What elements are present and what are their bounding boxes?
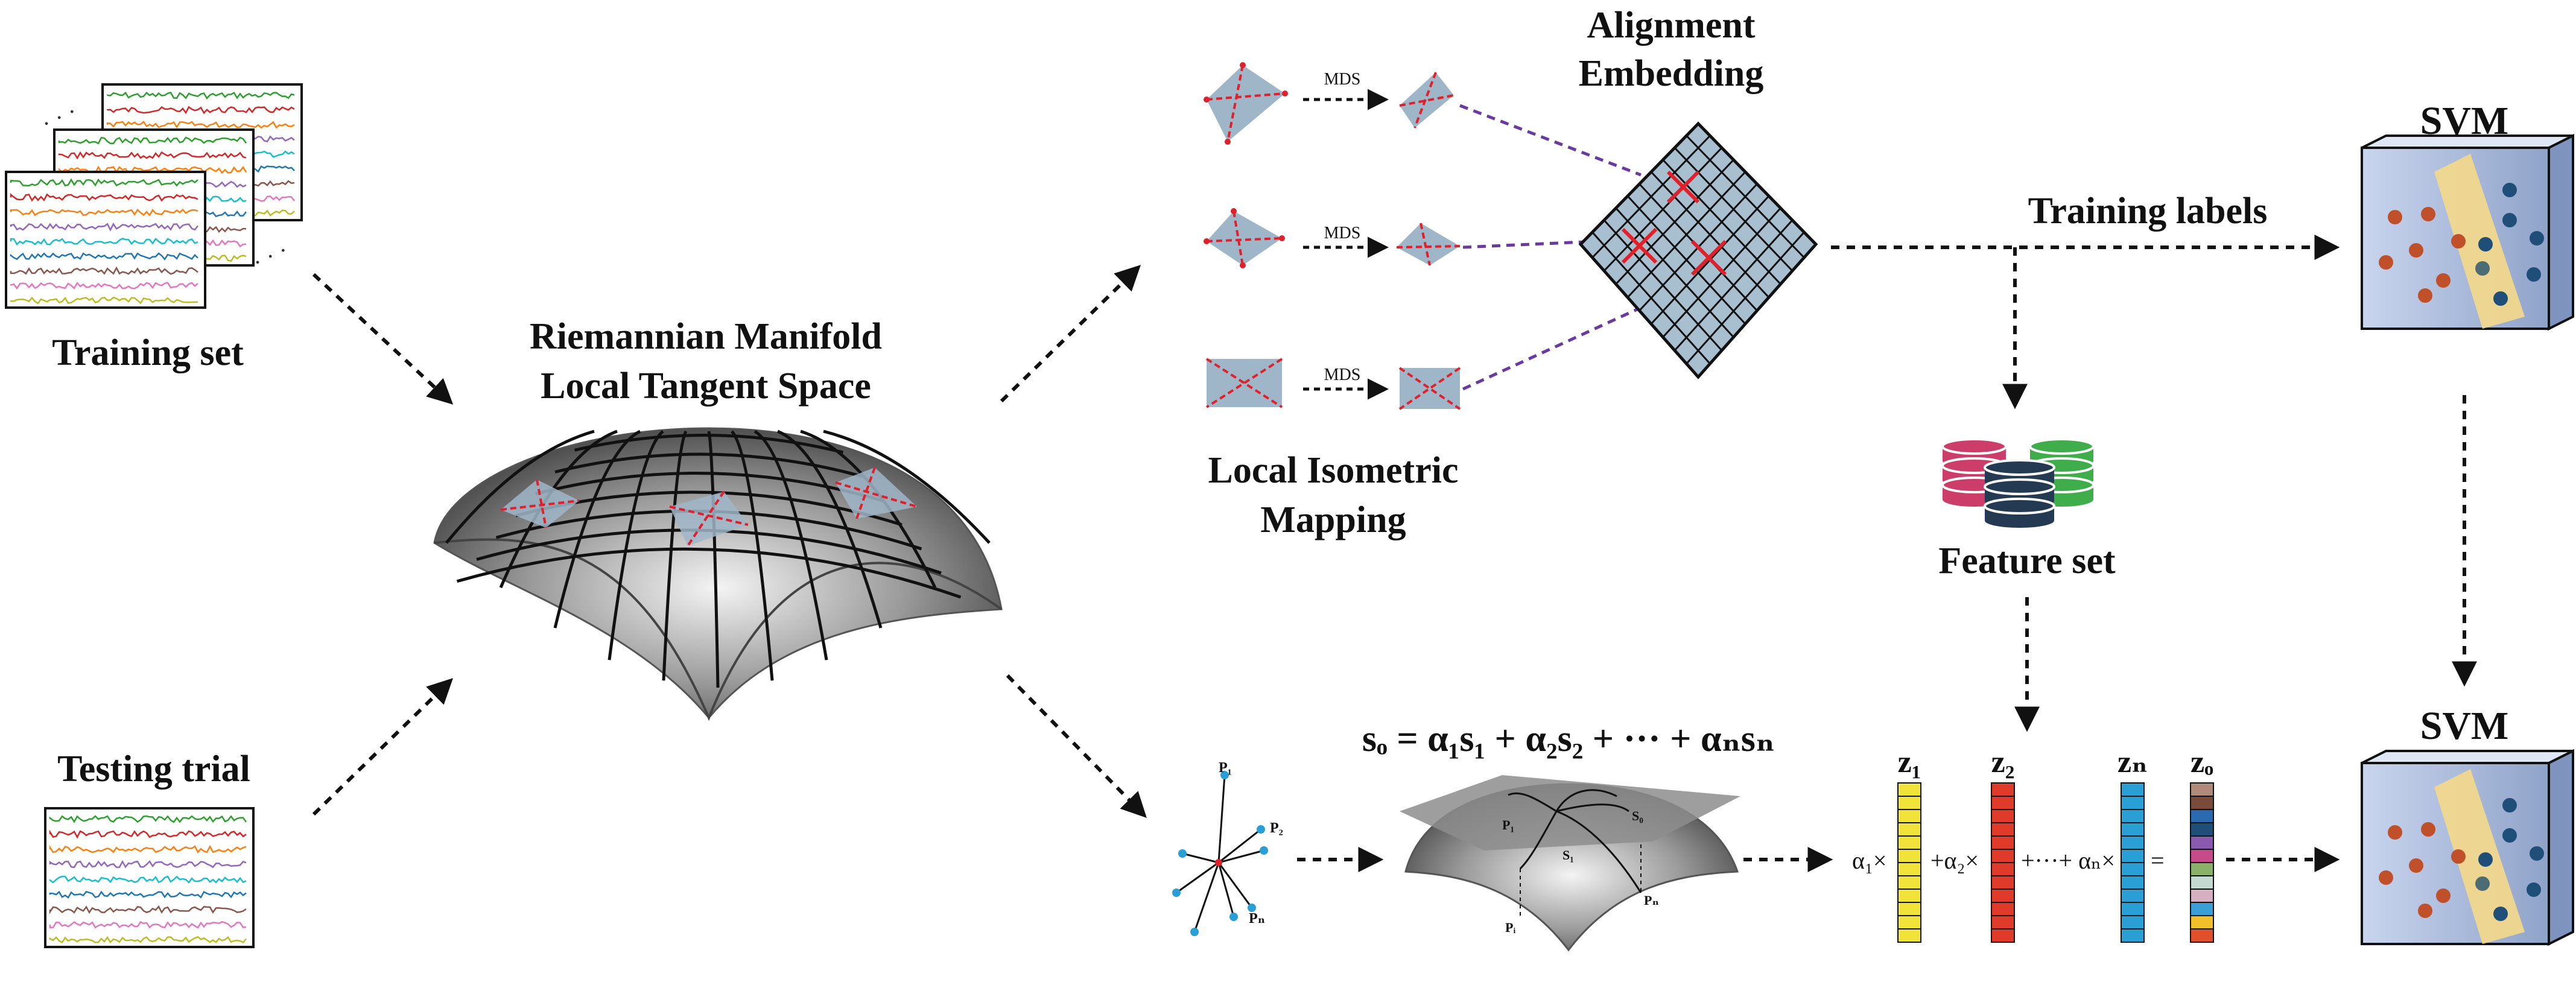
p1-label: P₁ bbox=[1219, 760, 1232, 776]
svm-top bbox=[2361, 133, 2574, 331]
alignment-connectors bbox=[1459, 104, 1642, 391]
arrow-manifold-to-projection bbox=[1006, 674, 1147, 819]
eeg-panel-front bbox=[5, 171, 206, 309]
point-projection-star: P₁ P₂ Pₙ bbox=[1172, 760, 1283, 936]
vector-zo bbox=[2190, 782, 2214, 943]
feature-set-label: Feature set bbox=[1938, 540, 2116, 581]
training-labels: Training labels bbox=[2028, 191, 2268, 232]
arrow-manifold-to-lim bbox=[1000, 265, 1141, 403]
pn-label: Pₙ bbox=[1249, 911, 1265, 926]
s0-label: S₀ bbox=[1632, 808, 1643, 823]
svm-bottom-title: SVM bbox=[2420, 704, 2509, 748]
alignment-title-2: Embedding bbox=[1579, 53, 1764, 94]
mds-label-1: MDS bbox=[1324, 70, 1361, 89]
eeg-panel-test bbox=[44, 807, 255, 948]
zo-label: zₒ bbox=[2191, 745, 2213, 779]
alpha2-times: +α₂× bbox=[1930, 847, 1979, 874]
testing-trial-panel bbox=[44, 807, 255, 948]
manifold-title-2: Local Tangent Space bbox=[541, 366, 871, 407]
alignment-title-1: Alignment bbox=[1587, 5, 1756, 46]
s1-label: S₁ bbox=[1562, 847, 1574, 863]
vector-zn bbox=[2121, 782, 2145, 943]
mds-label-2: MDS bbox=[1324, 224, 1361, 242]
testing-trial-label: Testing trial bbox=[57, 749, 250, 790]
local-isometric-title-1: Local Isometric bbox=[1208, 450, 1459, 491]
zn-label: zₙ bbox=[2118, 745, 2148, 779]
training-set-label: Training set bbox=[52, 332, 244, 373]
riemannian-manifold-dome bbox=[433, 427, 1003, 721]
local-isometric-mapping: MDS MDS MDS bbox=[1204, 62, 1461, 410]
manifold-title-1: Riemannian Manifold bbox=[530, 316, 882, 357]
p2-label: P₂ bbox=[1270, 820, 1283, 836]
z1-label: z₁ bbox=[1898, 745, 1921, 779]
alignment-embedding-grid bbox=[1578, 121, 1818, 379]
dots-alphan-times: +···+ αₙ× bbox=[2021, 847, 2115, 874]
alpha1-times: α₁× bbox=[1852, 847, 1886, 874]
tangent-patches bbox=[500, 467, 918, 547]
arrow-test-to-manifold bbox=[312, 678, 454, 816]
sparse-equation: sₒ = α₁s₁ + α₂s₂ + ··· + αₙsₙ bbox=[1362, 718, 1775, 759]
pn-small-label: Pₙ bbox=[1644, 893, 1659, 908]
svm-bottom bbox=[2361, 749, 2574, 946]
equals-sign: = bbox=[2151, 847, 2165, 874]
p1-small-label: P₁ bbox=[1502, 817, 1514, 832]
database-icon bbox=[1941, 438, 2095, 528]
mds-label-3: MDS bbox=[1324, 366, 1361, 384]
local-isometric-title-2: Mapping bbox=[1260, 499, 1406, 540]
ellipsis-bottom: · · · bbox=[248, 236, 292, 276]
vector-z2 bbox=[1991, 782, 2015, 943]
vector-z1 bbox=[1897, 782, 1921, 943]
small-manifold: P₁ S₀ S₁ Pᵢ Pₙ bbox=[1400, 775, 1740, 952]
pi-label: Pᵢ bbox=[1505, 920, 1515, 935]
training-set-panels bbox=[5, 83, 303, 309]
z2-label: z₂ bbox=[1991, 745, 2015, 779]
arrow-train-to-manifold bbox=[312, 273, 454, 405]
